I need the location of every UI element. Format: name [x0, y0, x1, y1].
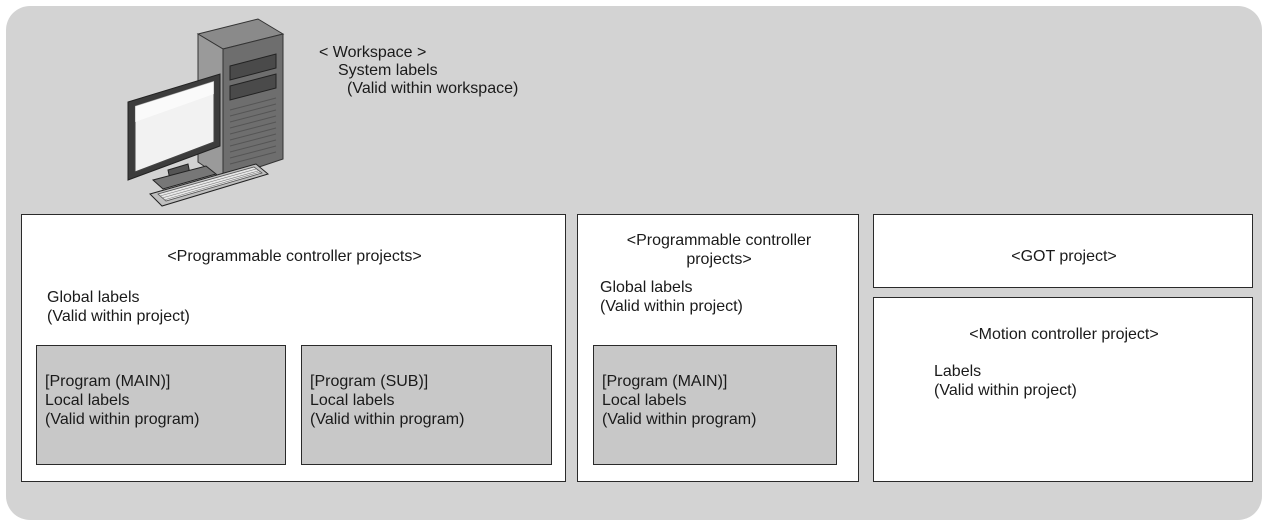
- got-project-title: <GOT project>: [1011, 248, 1117, 265]
- program-main-2-box: [Program (MAIN)] Local labels (Valid wit…: [593, 345, 837, 465]
- plc-project-2-title-line1: <Programmable controller: [626, 232, 812, 249]
- motion-project-title: <Motion controller project>: [969, 326, 1159, 343]
- plc-project-2-global-validity: (Valid within project): [600, 298, 743, 315]
- motion-project-labels: Labels: [934, 363, 982, 380]
- program-sub-local-labels: Local labels: [310, 392, 395, 409]
- program-main-2-local-labels: Local labels: [602, 392, 687, 409]
- plc-project-1-box: <Programmable controller projects> Globa…: [21, 214, 566, 482]
- plc-project-2-box: <Programmable controller projects> Globa…: [577, 214, 859, 482]
- program-main-2-validity: (Valid within program): [602, 411, 757, 428]
- plc-project-1-global-labels: Global labels: [47, 289, 140, 306]
- workspace-validity: (Valid within workspace): [347, 80, 519, 97]
- program-main-local-labels: Local labels: [45, 392, 130, 409]
- motion-project-box: <Motion controller project> Labels (Vali…: [873, 297, 1253, 482]
- plc-project-2-global-labels: Global labels: [600, 279, 693, 296]
- program-main-name: [Program (MAIN)]: [45, 373, 171, 390]
- computer-icon: [127, 18, 285, 207]
- program-sub-name: [Program (SUB)]: [310, 373, 429, 390]
- program-sub-box: [Program (SUB)] Local labels (Valid with…: [301, 345, 552, 465]
- plc-project-2-title-line2: projects>: [686, 251, 752, 268]
- workspace-title: < Workspace >: [319, 44, 427, 61]
- motion-project-validity: (Valid within project): [934, 382, 1077, 399]
- program-main-2-name: [Program (MAIN)]: [602, 373, 728, 390]
- workspace-system-labels: System labels: [338, 62, 438, 79]
- plc-project-1-title: <Programmable controller projects>: [167, 248, 422, 265]
- got-project-box: <GOT project>: [873, 214, 1253, 288]
- program-main-box: [Program (MAIN)] Local labels (Valid wit…: [36, 345, 286, 465]
- program-main-validity: (Valid within program): [45, 411, 200, 428]
- plc-project-1-global-validity: (Valid within project): [47, 308, 190, 325]
- program-sub-validity: (Valid within program): [310, 411, 465, 428]
